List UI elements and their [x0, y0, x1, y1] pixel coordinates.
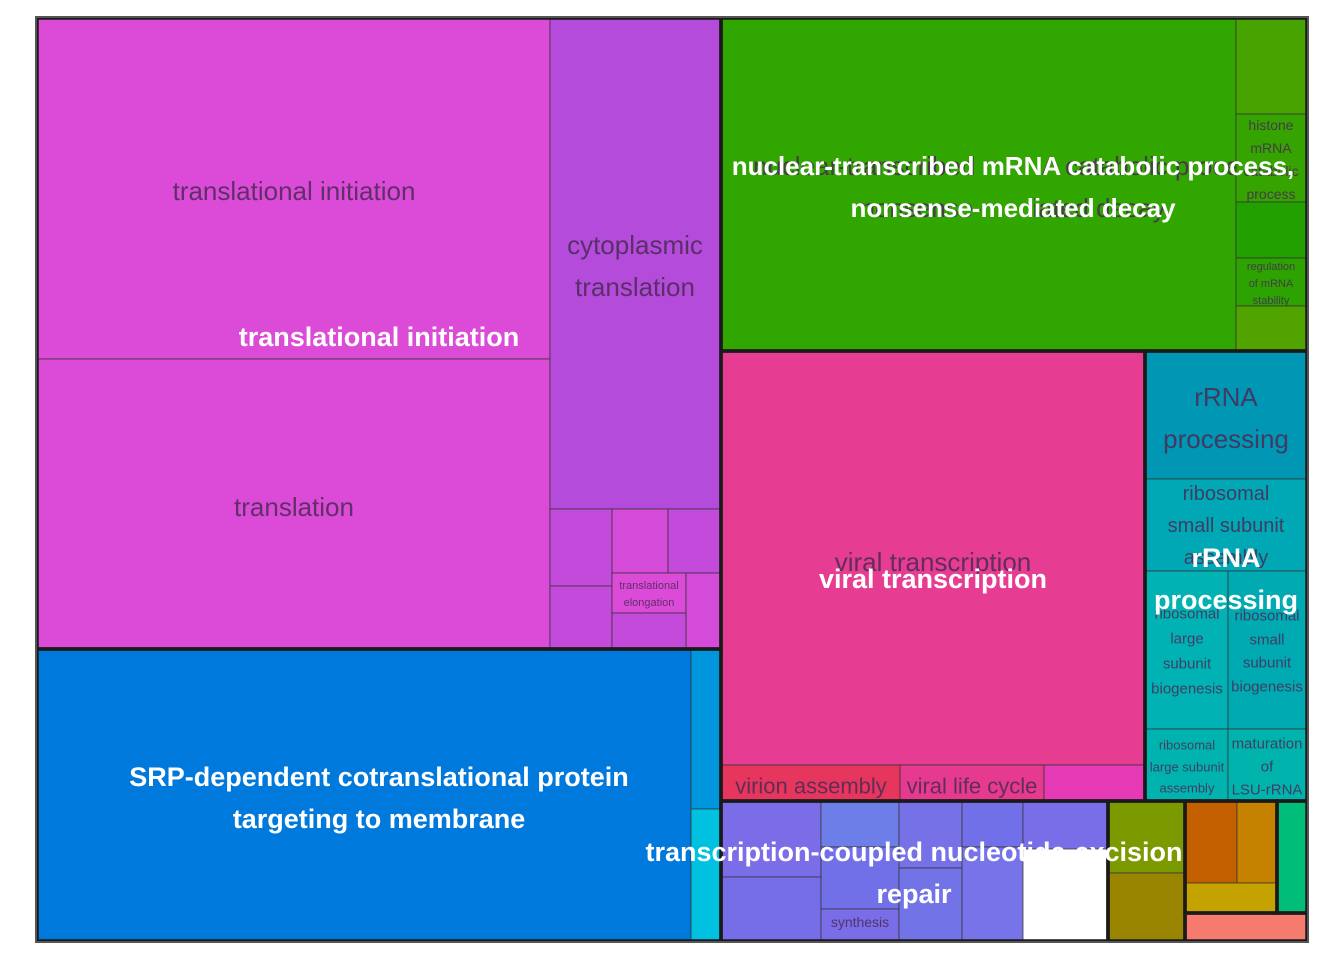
tile-label: ribosomal — [1154, 606, 1219, 623]
tile-label: ribosomal — [1159, 738, 1215, 753]
tile-label: assembly — [1160, 781, 1215, 796]
treemap-tile — [1235, 257, 1308, 307]
tile-label: assembly — [1184, 547, 1268, 569]
treemap-frame — [35, 16, 1309, 943]
treemap-tile — [720, 876, 822, 942]
tile-label: subunit — [1243, 655, 1292, 672]
tile-label: biogenesis — [1231, 679, 1303, 696]
group-label: transcription-coupled nucleotide-excisio… — [645, 837, 1182, 867]
tile-label: processing — [1163, 424, 1289, 454]
treemap-tile — [1236, 800, 1278, 884]
group-label: processing — [1154, 585, 1298, 615]
tile-label: viral life cycle — [907, 774, 1038, 799]
tile-label: small — [1249, 632, 1284, 649]
treemap-tile — [898, 867, 963, 942]
group-label: nuclear-transcribed mRNA catabolic proce… — [732, 151, 1295, 181]
treemap-tile — [549, 585, 613, 650]
tile-label: regulation — [1247, 261, 1295, 273]
treemap-tile — [36, 648, 692, 942]
group-labels: translational initiation nuclear-transcri… — [129, 151, 1298, 909]
tile-label: stability — [1253, 295, 1290, 307]
treemap-tile — [1227, 570, 1308, 730]
tile-label: translational initiation — [173, 176, 416, 206]
tile-label: of — [1261, 759, 1274, 776]
group-label: viral transcription — [819, 564, 1047, 594]
treemap-tile — [1235, 305, 1308, 352]
tile-label: virion assembly — [735, 774, 887, 799]
tile-label: nuclear-transcribed mRNA catabolic proce… — [753, 151, 1273, 181]
tile-label: process — [1246, 186, 1295, 202]
group-label: targeting to membrane — [233, 804, 526, 834]
treemap-tile — [1184, 912, 1308, 942]
group-label: SRP-dependent cotranslational protein — [129, 762, 629, 792]
tile-label: biogenesis — [1151, 681, 1223, 698]
tile-label: catabolic — [1243, 163, 1298, 179]
treemap-tile — [1144, 728, 1229, 802]
group-label: nonsense-mediated decay — [850, 193, 1176, 223]
tile-label: elongation — [624, 597, 675, 609]
tile-label: mRNA — [1250, 140, 1292, 156]
tile-label: translation — [234, 492, 354, 522]
tile-label: LSU-rRNA — [1232, 782, 1303, 799]
tile-label: of mRNA — [1249, 278, 1294, 290]
treemap-tile — [1276, 800, 1308, 914]
tile-label: ribosomal — [1234, 608, 1299, 625]
group-label: translational initiation — [239, 322, 520, 352]
treemap-tiles: translational initiation translation cytop… — [36, 17, 1308, 942]
tile-label: large — [1170, 631, 1203, 648]
treemap-tile — [36, 358, 551, 650]
treemap-tile — [720, 17, 1237, 352]
group-label: rRNA — [1191, 543, 1260, 573]
treemap-tile — [1107, 872, 1186, 942]
treemap-tile — [549, 508, 613, 587]
treemap-tile — [961, 800, 1024, 848]
tile-label: translational — [619, 580, 678, 592]
treemap-tile — [820, 800, 900, 848]
treemap-tile — [690, 648, 722, 810]
tile-label: nonsense-mediated decay — [861, 193, 1166, 223]
treemap-tile — [720, 764, 901, 802]
treemap-tile — [1184, 800, 1238, 884]
tile-label: histone — [1248, 117, 1293, 133]
tile-label: subunit — [1163, 656, 1212, 673]
tile-label: translation — [575, 272, 695, 302]
treemap-tile — [1184, 882, 1278, 914]
treemap-tile — [1227, 728, 1308, 802]
treemap-tile — [820, 846, 900, 910]
treemap-tile — [1235, 201, 1308, 259]
tile-label: ribosomal — [1183, 483, 1270, 505]
treemap-tile — [685, 572, 722, 650]
treemap-tile — [1022, 800, 1109, 850]
tile-label: rRNA — [1194, 382, 1258, 412]
tile-label: large subunit — [1150, 760, 1225, 775]
tile-label: cytoplasmic — [567, 230, 703, 260]
treemap-tile — [690, 808, 722, 942]
treemap-tile — [36, 17, 551, 360]
tile-label: maturation — [1232, 736, 1303, 753]
treemap-tile — [549, 17, 722, 510]
treemap-tile — [899, 764, 1045, 802]
treemap-tile — [720, 350, 1146, 766]
group-label: repair — [876, 879, 952, 909]
treemap-tile — [1144, 570, 1229, 730]
treemap-tile — [611, 508, 669, 574]
tile-label: synthesis — [831, 914, 889, 930]
tile-label: viral transcription — [835, 547, 1032, 577]
treemap-tile — [820, 908, 900, 942]
treemap-tile — [1235, 17, 1308, 115]
group-borders — [35, 16, 1309, 943]
treemap-tile — [1144, 350, 1308, 480]
tile-label: small subunit — [1168, 515, 1285, 537]
treemap-tile — [667, 508, 722, 574]
treemap-tile — [611, 612, 687, 650]
treemap-tile — [1043, 764, 1146, 802]
